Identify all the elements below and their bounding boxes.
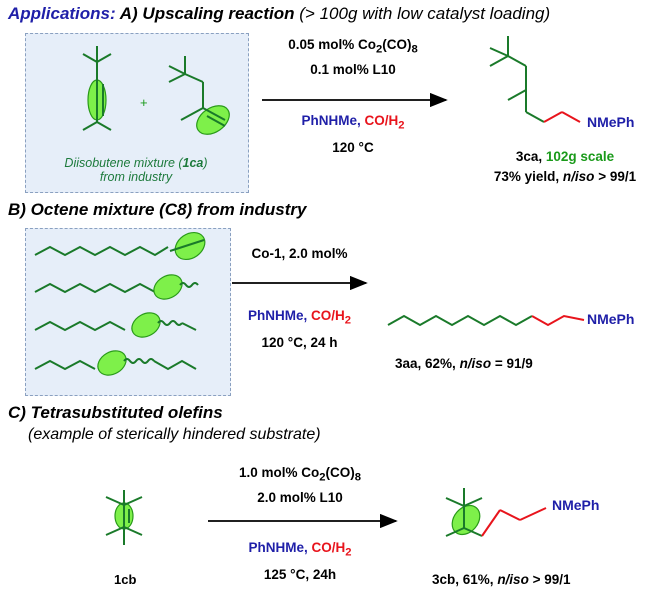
section-a-subtitle: (> 100g with low catalyst loading): [299, 4, 551, 23]
section-a-result-line1: 3ca, 102g scale: [470, 147, 654, 167]
yield-text: 73% yield,: [493, 169, 560, 184]
product-code-3ca: 3ca,: [515, 149, 543, 164]
section-a-product-group: NMePh: [587, 114, 635, 130]
plus-sign: +: [140, 95, 148, 110]
section-c-cond1-sub1: 2: [319, 471, 326, 484]
section-b-result: 3aa, 62%, n/iso = 91/9: [395, 356, 533, 371]
section-b-conditions-bottom: PhNHMe, CO/H2 120 °C, 24 h: [232, 305, 367, 353]
section-c-cond1-sub2: 8: [354, 471, 362, 484]
section-c-niso-value: > 99/1: [532, 572, 571, 587]
diisobutene-structure-1: [82, 46, 112, 131]
reagent-coh2-prefix: CO/H: [364, 113, 399, 128]
section-c-cond1: 1.0 mol% Co2(CO)8: [205, 463, 395, 488]
cond1-sub2: 8: [411, 43, 418, 56]
section-c-title: C) Tetrasubstituted olefins: [8, 403, 223, 422]
section-a-header: Applications: A) Upscaling reaction (> 1…: [8, 4, 550, 24]
section-c-reagents: PhNHMe, CO/H2: [205, 537, 395, 564]
alkene-highlight-b2: [153, 274, 183, 300]
section-a-conditions-top: 0.05 mol% Co2(CO)8 0.1 mol% L10: [258, 35, 448, 80]
section-c-niso-label: n/iso: [497, 572, 529, 587]
section-c-conditions-top: 1.0 mol% Co2(CO)8 2.0 mol% L10: [205, 463, 395, 508]
reagent-phnhme: PhNHMe,: [301, 113, 361, 128]
section-a-temp: 120 °C: [332, 139, 374, 155]
product-3ca-structure: [489, 36, 581, 123]
substrate-code-1cb: 1cb: [114, 572, 137, 587]
applications-label: Applications:: [8, 4, 116, 23]
cond1-mid: (CO): [382, 37, 412, 52]
reagent-coh2-b: CO/H2: [311, 308, 351, 327]
product-3aa-structure: [387, 314, 585, 327]
product-scale: 102g scale: [545, 149, 615, 164]
section-b-reagents: PhNHMe, CO/H2: [232, 305, 367, 332]
alkene-highlight-b1: [174, 231, 206, 261]
product-3cb-structure: [445, 488, 547, 537]
box-note-code: 1ca: [182, 156, 204, 170]
cond1-prefix: 0.05 mol% Co: [288, 37, 376, 52]
reagent-coh2-c-prefix: CO/H: [311, 540, 346, 555]
diisobutene-structure-2: [168, 56, 230, 135]
section-a-reagents: PhNHMe, CO/H2: [258, 110, 448, 137]
section-b-niso-value: = 91/9: [494, 356, 533, 371]
cond1-sub1: 2: [376, 43, 383, 56]
alkene-highlight-b3: [131, 312, 161, 338]
box-note-line1-end: ): [203, 156, 208, 170]
section-c-temp: 125 °C, 24h: [263, 566, 337, 582]
niso-value: > 99/1: [598, 169, 637, 184]
section-b-title: B) Octene mixture (C8) from industry: [8, 200, 307, 219]
section-b-cond1: Co-1, 2.0 mol%: [251, 246, 348, 261]
section-c-product-group: NMePh: [552, 497, 600, 513]
section-b-product-group: NMePh: [587, 311, 635, 327]
section-c-cond1-mid: (CO): [325, 465, 355, 480]
reagent-coh2-c: CO/H2: [311, 540, 352, 559]
section-b-temp: 120 °C, 24 h: [261, 334, 338, 350]
section-b-result-prefix: 3aa, 62%,: [395, 356, 456, 371]
reagent-coh2-c-sub: 2: [345, 546, 352, 559]
section-c-cond2: 2.0 mol% L10: [257, 489, 343, 505]
section-a-result-line2: 73% yield, n/iso > 99/1: [470, 167, 654, 187]
section-a-conditions-bottom: PhNHMe, CO/H2 120 °C: [258, 110, 448, 159]
reagent-phnhme-c: PhNHMe,: [248, 540, 308, 555]
substrate-1cb-structure: [105, 490, 143, 545]
octene-isomers: [34, 231, 206, 376]
section-b-niso-label: n/iso: [459, 356, 492, 371]
box-note-line1: Diisobutene mixture (: [64, 156, 183, 170]
section-c-subtitle: (example of sterically hindered substrat…: [28, 426, 321, 443]
reagent-coh2-b-prefix: CO/H: [311, 308, 345, 323]
reagent-phnhme-b: PhNHMe,: [247, 308, 308, 323]
section-c-result-prefix: 3cb, 61%,: [432, 572, 494, 587]
niso-label: n/iso: [562, 169, 595, 184]
section-a-cond1: 0.05 mol% Co2(CO)8: [258, 35, 448, 60]
alkene-highlight-b4: [97, 350, 127, 376]
reagent-coh2: CO/H2: [364, 113, 405, 132]
section-a-cond2: 0.1 mol% L10: [310, 61, 396, 77]
section-a-result: 3ca, 102g scale 73% yield, n/iso > 99/1: [470, 147, 654, 187]
reagent-coh2-b-sub: 2: [344, 314, 352, 327]
section-c-cond1-prefix: 1.0 mol% Co: [238, 465, 320, 480]
section-c-conditions-bottom: PhNHMe, CO/H2 125 °C, 24h: [205, 537, 395, 585]
section-c-result: 3cb, 61%, n/iso > 99/1: [432, 572, 571, 587]
section-a-title: A) Upscaling reaction: [119, 4, 295, 23]
box-note-diisobutene: Diisobutene mixture (1ca) from industry: [25, 156, 247, 184]
box-note-line2: from industry: [99, 170, 173, 184]
reagent-coh2-sub: 2: [398, 119, 405, 132]
